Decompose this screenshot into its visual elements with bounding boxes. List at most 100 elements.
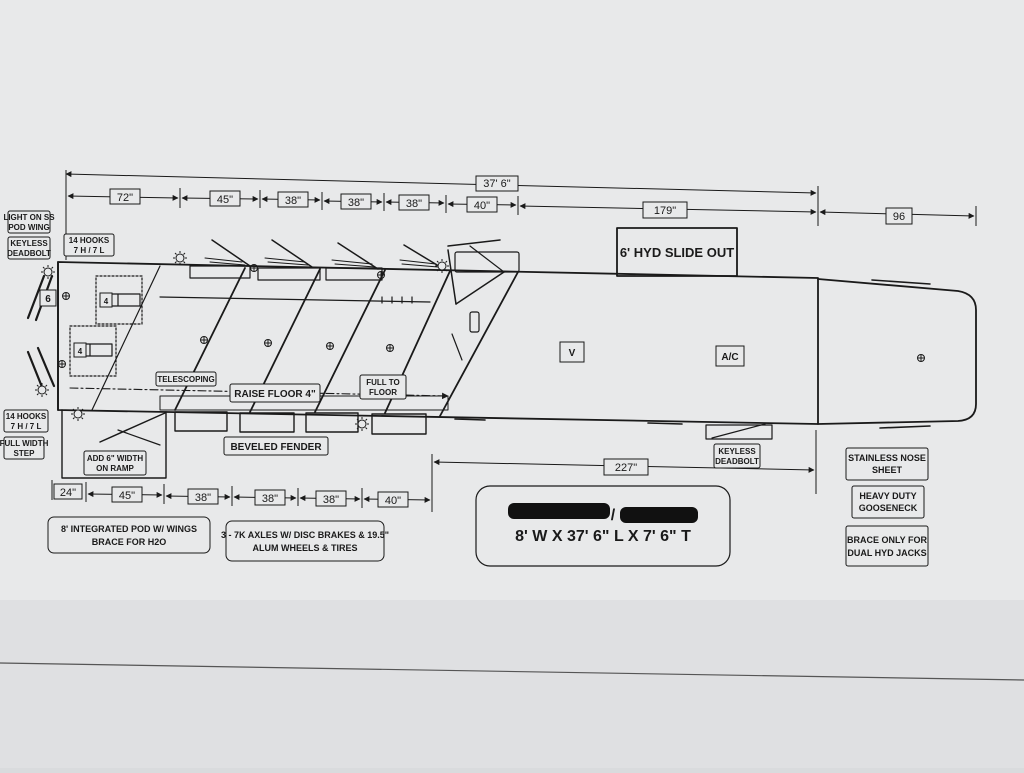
callout-hooks-bottom-l1: 14 HOOKS: [6, 412, 47, 421]
dim-top-6-text: 40": [474, 200, 490, 212]
dim-top-5: 38": [398, 194, 430, 211]
gate-3: [337, 242, 379, 270]
dim-bottom-6: 40": [377, 491, 409, 508]
nose-mark-top: [871, 279, 931, 285]
dim-slide-span-text: 179": [654, 205, 676, 217]
light-3-icon: [41, 265, 55, 279]
callout-step-l1: FULL WIDTH: [0, 439, 49, 448]
light-5-icon: [71, 407, 85, 421]
tie-ring-icon: [200, 336, 208, 344]
nose-mark-bottom: [879, 425, 931, 429]
callout-gooseneck-l1: HEAVY DUTY: [859, 491, 916, 501]
tie-ring-icon: [326, 342, 334, 350]
callout-beveled-fender-text: BEVELED FENDER: [230, 442, 322, 453]
top-rail-3: [325, 267, 383, 281]
door-mark-2: [454, 418, 486, 421]
gate-lower: [451, 333, 463, 361]
ramp-gate-left: [99, 412, 166, 443]
dim-nose-text: 96: [893, 211, 905, 223]
dim-bottom-1-text: 24": [60, 487, 76, 499]
callout-add-width-l2: ON RAMP: [96, 464, 134, 473]
callout-jacks: BRACE ONLY FOR DUAL HYD JACKS: [845, 525, 929, 567]
dim-overall-text: 37' 6": [483, 178, 511, 190]
light-4-icon: [35, 383, 49, 397]
tie-rings: [58, 264, 925, 368]
gate-1: [211, 239, 251, 267]
callout-stainless-nose-l2: SHEET: [872, 465, 903, 475]
spec-main-text: 8' W X 37' 6" L X 7' 6" T: [515, 528, 691, 545]
pod-inner-wall: [91, 265, 161, 411]
ramp-outline: [61, 409, 167, 479]
callout-keyless-right-l2: DEADBOLT: [715, 457, 759, 466]
dim-overall: 37' 6": [475, 175, 519, 192]
callout-axles-note-l2: ALUM WHEELS & TIRES: [253, 543, 358, 553]
callout-telescoping: TELESCOPING: [155, 371, 217, 387]
dim-bottom-3-text: 38": [195, 492, 211, 504]
gate-5: [447, 239, 501, 247]
dim-top-4-text: 38": [348, 197, 364, 209]
callout-pod-note-l1: 8' INTEGRATED POD W/ WINGS: [61, 524, 197, 534]
keyless-door-swing: [711, 423, 766, 439]
dim-bottom-4: 38": [254, 489, 286, 506]
dim-bottom-1: 24": [53, 483, 83, 500]
dim-top-3: 38": [277, 191, 309, 208]
fender-box-2: [239, 412, 295, 433]
dim-top-5-text: 38": [406, 198, 422, 210]
light-1-icon: [173, 251, 187, 265]
callout-vent-text: V: [569, 348, 576, 359]
callout-hooks-top-l2: 7 H / 7 L: [74, 246, 105, 255]
light-2-icon: [435, 259, 449, 273]
dim-bottom-3: 38": [187, 488, 219, 505]
pod-fixture-b: [83, 343, 113, 357]
callout-jacks-l2: DUAL HYD JACKS: [847, 548, 926, 558]
callout-light-pod-l2: POD WING: [8, 223, 49, 232]
callout-hooks-top-l1: 14 HOOKS: [69, 236, 110, 245]
top-rail-4: [454, 251, 520, 273]
redaction-right: [620, 507, 698, 523]
callout-axles-note-l1: 3 - 7K AXLES W/ DISC BRAKES & 19.5": [221, 530, 389, 540]
rear-door-lower: [26, 346, 56, 394]
page-edge-line: [0, 662, 1024, 681]
callout-box-b-text: 4: [78, 347, 83, 356]
callout-keyless-right-l1: KEYLESS: [718, 447, 756, 456]
fender-box-4: [371, 413, 427, 435]
dim-bottom-2: 45": [111, 486, 143, 503]
callout-light-pod-l1: LIGHT ON SS: [3, 213, 55, 222]
dim-bottom-6-text: 40": [385, 495, 401, 507]
callout-jacks-l1: BRACE ONLY FOR: [847, 535, 928, 545]
dim-bottom-right: 227": [603, 458, 649, 476]
callout-keyless-left-l1: KEYLESS: [10, 239, 48, 248]
callout-vent: V: [559, 341, 585, 363]
lights: [35, 251, 449, 431]
callout-beveled-fender: BEVELED FENDER: [223, 436, 329, 456]
pod-top-divider: [159, 296, 431, 303]
callout-box-b: 4: [73, 342, 87, 358]
ramp-gate-left-b: [117, 429, 161, 446]
top-rail-1: [189, 265, 251, 279]
gooseneck-nose-outline: [817, 278, 977, 425]
gate-5b: [455, 271, 505, 305]
dim-nose: 96: [885, 207, 913, 225]
tie-ring-icon: [917, 354, 925, 362]
keyless-door-bottom: [705, 424, 773, 440]
gate-hatch: [204, 257, 439, 268]
dim-bottom-2-text: 45": [119, 490, 135, 502]
slide-out-box: [616, 227, 738, 277]
callout-keyless-left-l2: DEADBOLT: [7, 249, 51, 258]
paper-lower: [0, 600, 1024, 768]
dim-bottom-4-text: 38": [262, 493, 278, 505]
gate-2: [271, 239, 313, 268]
tie-ring-icon: [58, 360, 66, 368]
dimension-labels: 37' 6" 72" 45" 38" 38" 38" 40" 179" 96 2…: [53, 175, 913, 508]
